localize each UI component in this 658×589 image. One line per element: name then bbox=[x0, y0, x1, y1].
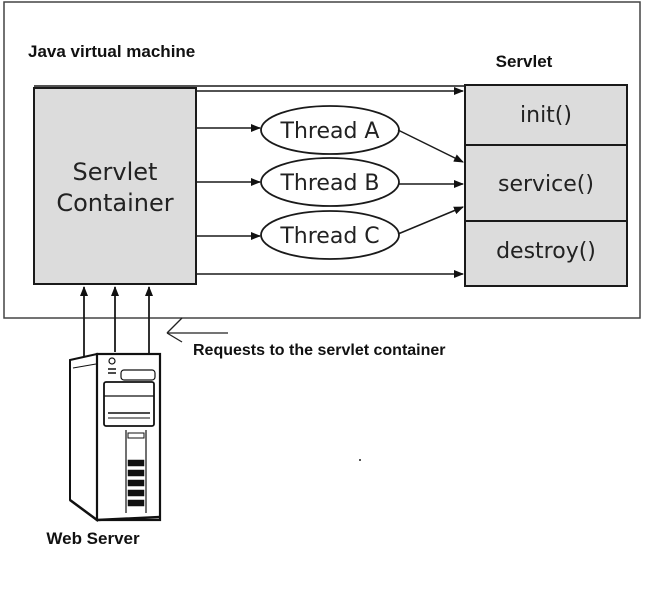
servlet-label: Servlet bbox=[496, 52, 553, 71]
thread-b-label: Thread B bbox=[279, 171, 379, 196]
thread-b-ellipse bbox=[260, 157, 400, 207]
arrow-thread-c-to-service bbox=[397, 206, 464, 235]
thread-a-label: Thread A bbox=[280, 119, 380, 144]
jvm-boundary bbox=[3, 1, 641, 319]
servlet-container-label-line1: Servlet bbox=[73, 158, 158, 186]
web-server-icon bbox=[69, 352, 162, 522]
servlet-container-label-line2: Container bbox=[56, 189, 173, 217]
servlet-container-box bbox=[33, 87, 197, 285]
thread-c-ellipse bbox=[260, 210, 400, 260]
thread-c-label: Thread C bbox=[279, 224, 379, 249]
requests-label: Requests to the servlet container bbox=[193, 342, 446, 359]
jvm-label: Java virtual machine bbox=[28, 42, 195, 61]
servlet-box bbox=[464, 84, 628, 287]
arrow-thread-a-to-service bbox=[397, 129, 464, 163]
method-service: service() bbox=[498, 172, 594, 197]
stray-dot bbox=[359, 459, 361, 461]
requests-pointer-arrow-icon bbox=[166, 317, 228, 343]
method-destroy: destroy() bbox=[496, 239, 596, 264]
method-init: init() bbox=[520, 103, 572, 128]
web-server-label: Web Server bbox=[46, 529, 140, 548]
